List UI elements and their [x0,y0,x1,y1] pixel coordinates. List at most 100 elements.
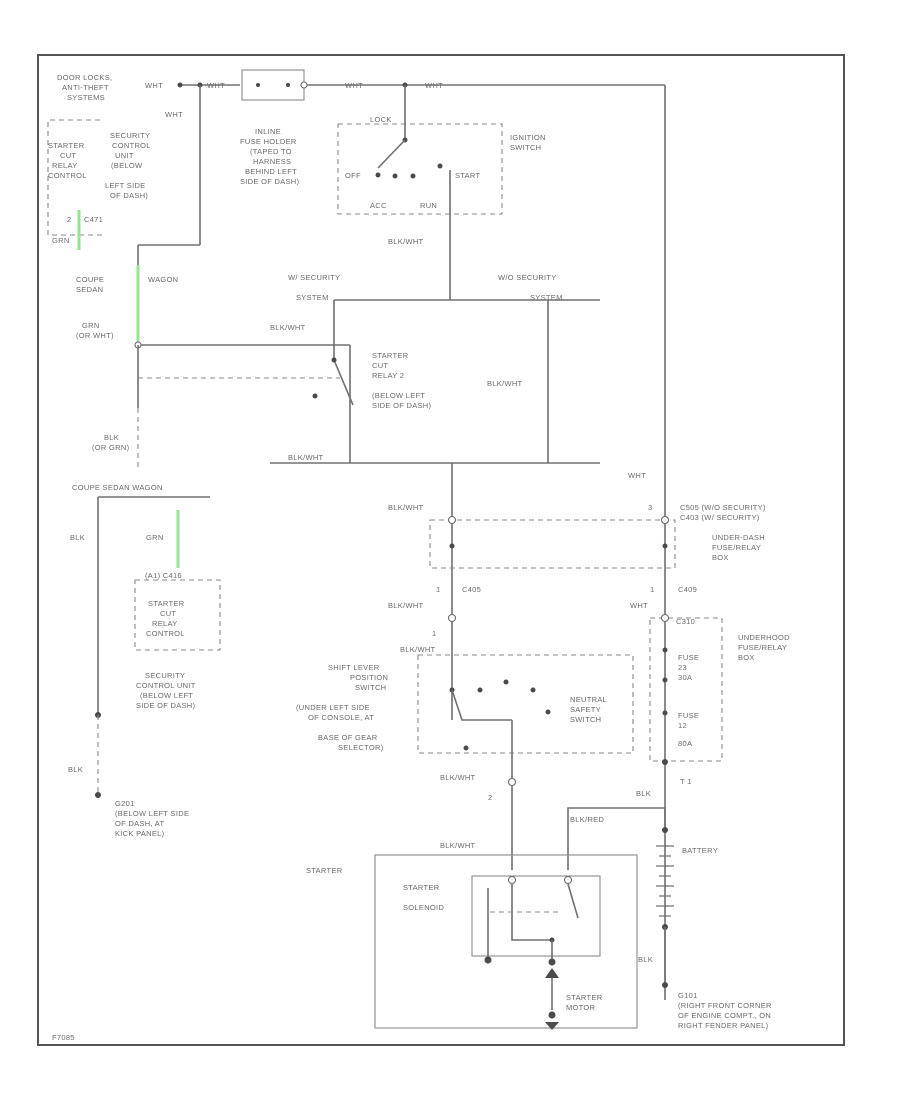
connector-c416: (A1) C416 [145,571,182,580]
wire-label-blk-wht: BLK/WHT [388,503,424,512]
shift-lever-label-5: OF CONSOLE, AT [308,713,374,722]
security-control-label-5: LEFT SIDE [105,181,146,190]
pin-label: 1 [436,585,440,594]
switch-contact [545,709,551,715]
solenoid-ground [484,956,492,964]
wire-label-blk: BLK [70,533,85,542]
switch-pos-start: START [455,171,481,180]
wire-label-grn: GRN [146,533,164,542]
g201-label-1: G201 [115,799,135,808]
ignition-switch-box [337,123,503,215]
pin-label: 1 [650,585,654,594]
fuse-holder-label-6: SIDE OF DASH) [240,177,300,186]
switch-contact [530,687,536,693]
switch-pos-acc: ACC [370,201,387,210]
door-locks-label-2: ANTI-THEFT [62,83,109,92]
starter-cut-label: RELAY [52,161,78,170]
inline-fuse-holder [241,69,305,101]
neutral-switch-wire [451,689,512,721]
switch-pos-run: RUN [420,201,437,210]
wire-label-blk-wht: BLK/WHT [388,237,424,246]
connector-c310: C310 [676,617,695,626]
solenoid-label-2: SOLENOID [403,903,444,912]
fuse-terminal [286,83,290,87]
neutral-safety-label-2: SAFETY [570,705,601,714]
connector-label: C471 [84,215,103,224]
relay-pivot [331,357,337,363]
pin-label: 2 [488,793,492,802]
security-unit-box [134,579,221,651]
wire-label-wht: WHT [425,81,443,90]
security-control-label-1: SECURITY [110,131,150,140]
security-caption-4: SIDE OF DASH) [136,701,196,710]
fuse-terminal [662,710,668,716]
splice-dot [177,82,183,88]
w-security-label-2: SYSTEM [296,293,329,302]
battery-symbol [656,845,674,917]
underhood-label-3: BOX [738,653,755,662]
pin-label: 2 [67,215,71,224]
pin-label: 1 [432,629,436,638]
fuse-terminal [256,83,260,87]
splice-dot [662,543,668,549]
shift-lever-label-6: BASE OF GEAR [318,733,378,742]
starter-cut-label: STARTER [48,141,85,150]
switch-contact-off [375,172,381,178]
c505-label-4: FUSE/RELAY [712,543,761,552]
starter-solenoid-box [471,875,601,957]
c505-label-3: UNDER-DASH [712,533,765,542]
wire-label-wht: WHT [630,601,648,610]
security-control-label-6: OF DASH) [110,191,148,200]
splice-dot [548,958,556,966]
fuse-terminal [662,759,668,765]
pin-label: 3 [648,503,652,512]
wire-label-blk-wht: BLK/WHT [288,453,324,462]
motor-ground [548,1011,556,1019]
fuse-23-label-2: 23 [678,663,687,672]
grn-or-wht-2: (OR WHT) [76,331,114,340]
wire-label-blk: BLK [638,955,653,964]
ignition-switch-label-1: IGNITION [510,133,546,142]
relay-2-label-2: CUT [372,361,388,370]
security-caption-1: SECURITY [145,671,185,680]
door-locks-label-1: DOOR LOCKS, [57,73,112,82]
security-box-label-3: RELAY [152,619,178,628]
fuse-12-label-3: 80A [678,739,692,748]
fuse-terminal [662,677,668,683]
motor-terminal-arrow [545,968,559,978]
connector-ring [660,515,670,525]
shift-lever-label-1: SHIFT LEVER [328,663,380,672]
fuse-12-label-2: 12 [678,721,687,730]
shift-lever-label-4: (UNDER LEFT SIDE [296,703,370,712]
wire-label-blk-wht: BLK/WHT [270,323,306,332]
starter-cut-label: CONTROL [48,171,87,180]
switch-pos-lock: LOCK [370,115,392,124]
wire-label-blk: BLK [636,789,651,798]
g101-label-4: RIGHT FENDER PANEL) [678,1021,769,1030]
underhood-label-1: UNDERHOOD [738,633,790,642]
wire-label-blk: BLK [68,765,83,774]
security-box-label-1: STARTER [148,599,185,608]
security-control-label-4: (BELOW [111,161,143,170]
wire-label-wht: WHT [165,110,183,119]
wire-label-wht: WHT [207,81,225,90]
wire-label-blk-wht: BLK/WHT [400,645,436,654]
connector-ring [447,613,457,623]
diagram-frame [37,54,845,1046]
fuse-holder-label-5: BEHIND LEFT [245,167,297,176]
fuse-holder-label-3: (TAPED TO [250,147,292,156]
sedan-label: SEDAN [76,285,103,294]
security-caption-2: CONTROL UNIT [136,681,196,690]
figure-id: F7085 [52,1033,75,1042]
connector-ring [447,515,457,525]
relay-contact [312,393,318,399]
connector-c409: C409 [678,585,697,594]
starter-motor-label-2: MOTOR [566,1003,596,1012]
ground-g101 [662,982,668,988]
wo-security-label-1: W/O SECURITY [498,273,557,282]
wire-label-blk-wht: BLK/WHT [440,773,476,782]
fuse-12-label-1: FUSE [678,711,699,720]
fuse-holder-label-4: HARNESS [253,157,291,166]
shift-lever-label-3: SWITCH [355,683,386,692]
